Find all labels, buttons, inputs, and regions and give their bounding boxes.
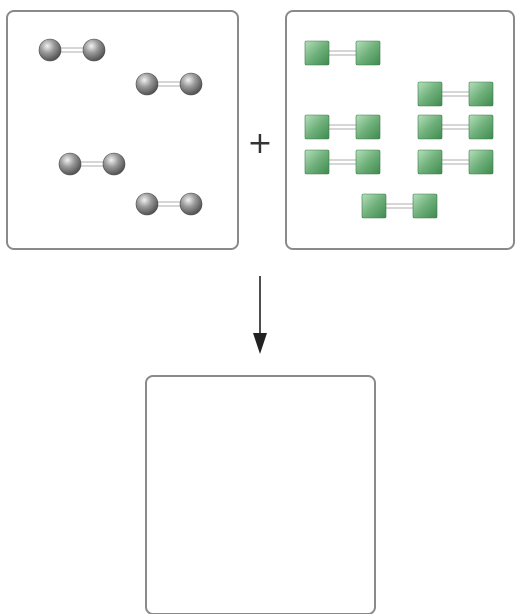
sphere-atom (38, 38, 62, 62)
cube-molecule (417, 81, 494, 107)
cube-molecule (304, 149, 381, 175)
cube-atom (304, 40, 330, 66)
cube-atom (355, 114, 381, 140)
cube-atom (361, 193, 387, 219)
reaction-arrow-head (253, 333, 267, 354)
cube-atom (412, 193, 438, 219)
cube-atom (304, 149, 330, 175)
sphere-atom (58, 152, 82, 176)
sphere-molecule (135, 192, 203, 216)
sphere-atom (179, 192, 203, 216)
plus-sign: + (247, 126, 272, 161)
cube-molecule (417, 114, 494, 140)
cube-molecule (417, 149, 494, 175)
cube-atom (468, 149, 494, 175)
cube-atom (468, 81, 494, 107)
sphere-atom (102, 152, 126, 176)
sphere-molecules-group (38, 38, 203, 216)
sphere-atom (82, 38, 106, 62)
cube-molecules-group (304, 40, 494, 219)
cube-atom (417, 81, 443, 107)
cube-atom (468, 114, 494, 140)
cube-atom (355, 149, 381, 175)
reaction-arrow (253, 276, 267, 354)
cube-atom (355, 40, 381, 66)
sphere-molecule (38, 38, 106, 62)
sphere-atom (179, 72, 203, 96)
cube-molecule (304, 40, 381, 66)
sphere-atom (135, 72, 159, 96)
cube-molecule (304, 114, 381, 140)
cube-molecule (361, 193, 438, 219)
cube-atom (304, 114, 330, 140)
cube-atom (417, 114, 443, 140)
reactant-box-cubes (285, 10, 515, 250)
cube-atom (417, 149, 443, 175)
product-box (145, 375, 376, 614)
reactant-box-spheres (6, 10, 239, 250)
sphere-molecule (58, 152, 126, 176)
sphere-molecule (135, 72, 203, 96)
sphere-atom (135, 192, 159, 216)
